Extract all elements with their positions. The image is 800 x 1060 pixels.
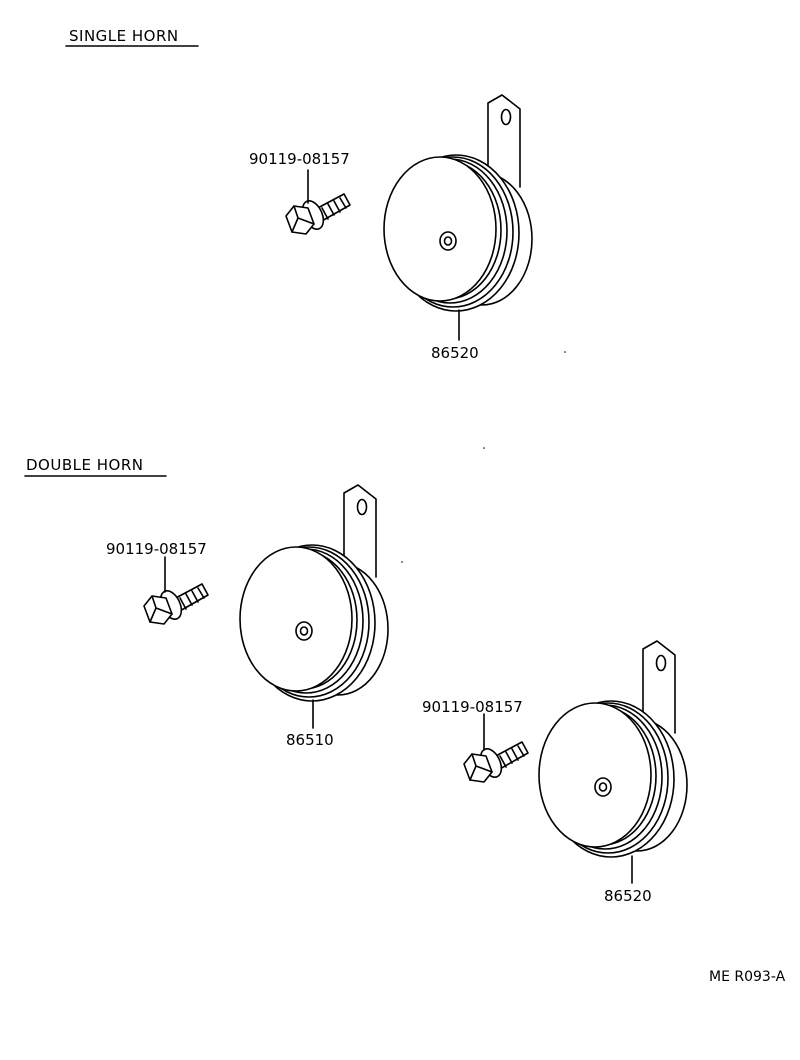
section-title-double: DOUBLE HORN: [26, 456, 143, 474]
double-horn-right: [538, 640, 688, 858]
double-horn-left: [239, 484, 389, 702]
part-number-label: 90119-08157: [106, 540, 207, 558]
part-number-label: 86520: [431, 344, 479, 362]
double-bolt-right: [463, 741, 529, 783]
part-number-label: 86520: [604, 887, 652, 905]
part-number-label: 90119-08157: [422, 698, 523, 716]
single-horn: [383, 94, 533, 312]
double-horn-right-assembly: 86520 90119-08157: [422, 640, 688, 905]
section-title-single: SINGLE HORN: [69, 27, 179, 45]
single-bolt: [285, 193, 351, 235]
double-horn-left-assembly: 86510 90119-08157: [106, 484, 389, 749]
scan-speck: [564, 351, 566, 353]
double-bolt-left: [143, 583, 209, 625]
part-number-label: 86510: [286, 731, 334, 749]
reference-code: ME R093-A: [709, 969, 786, 985]
part-number-label: 90119-08157: [249, 150, 350, 168]
single-horn-assembly: 86520 90119-08157: [249, 94, 533, 362]
scan-speck: [401, 561, 403, 563]
scan-speck: [483, 447, 485, 449]
